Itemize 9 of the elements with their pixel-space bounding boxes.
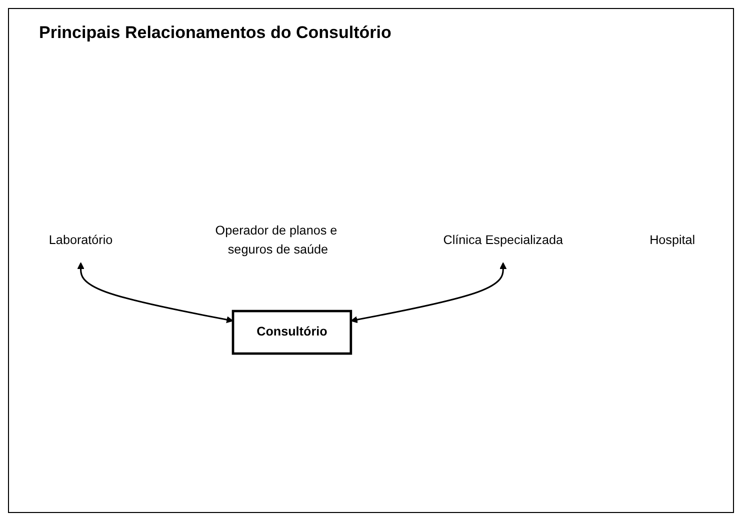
node-box	[232, 309, 352, 354]
diagram-frame: Principais Relacionamentos do Consultório Laboratório Operador de planos e seguros de saúde Clínica Especializada Hospital Consultório	[8, 8, 734, 513]
node-text: Hospital	[650, 233, 696, 247]
arrow	[350, 262, 507, 323]
node-text: Operador de planos e seguros de saúde	[215, 224, 338, 256]
node-text: Clínica Especializada	[443, 233, 563, 247]
node-text: Laboratório	[48, 233, 113, 247]
diagram-title: Principais Relacionamentos do Consultório	[39, 23, 392, 43]
arrow	[77, 262, 234, 323]
